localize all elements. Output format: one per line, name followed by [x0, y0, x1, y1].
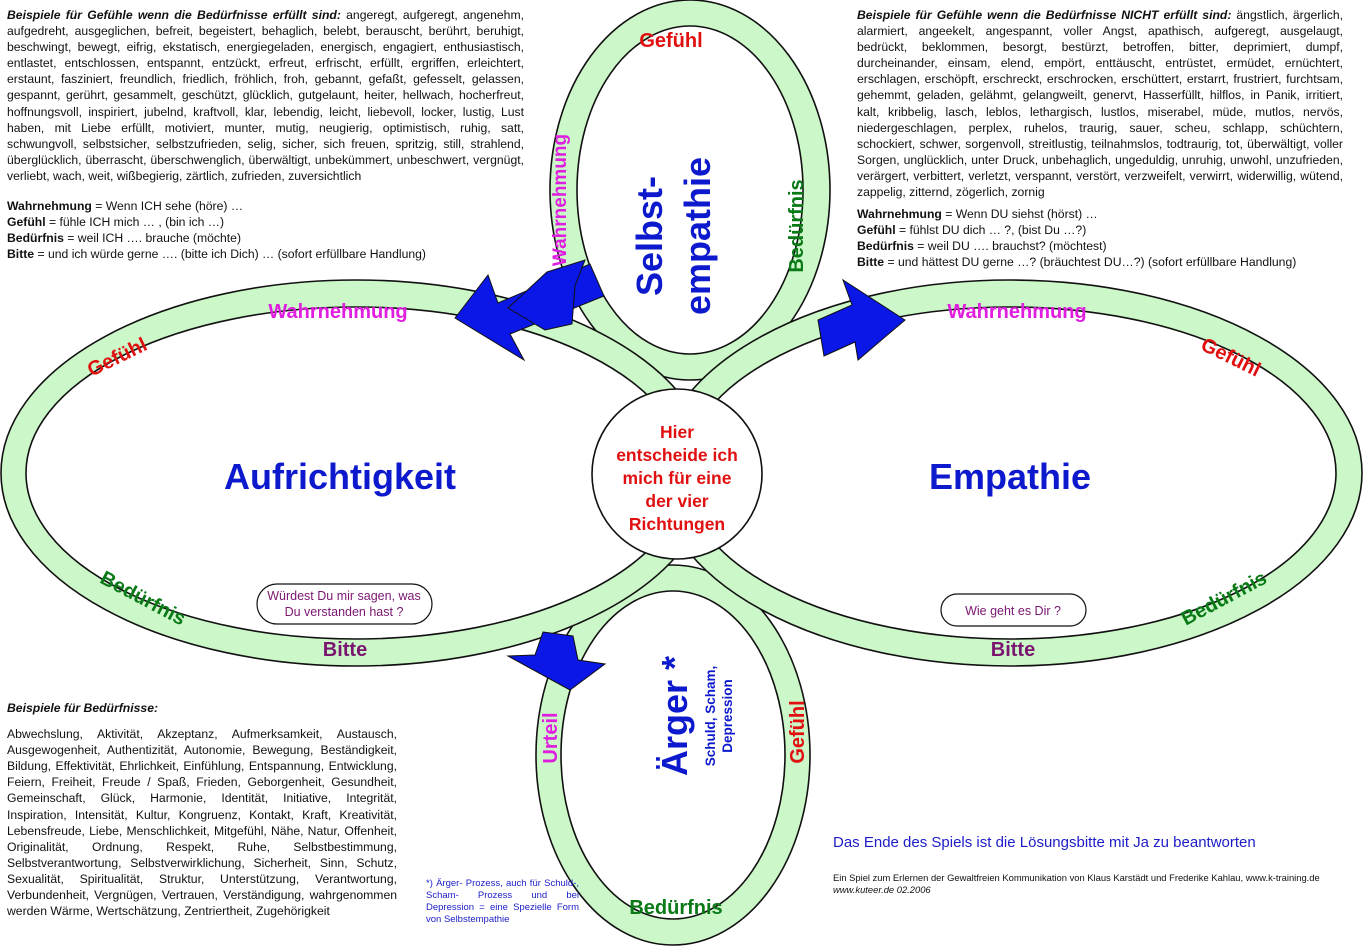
- left-bubble-line1: Würdest Du mir sagen, was: [267, 589, 421, 603]
- right-bitte-label: Bitte: [991, 639, 1035, 661]
- center-text: Hier entscheide ich mich für eine der vi…: [616, 422, 738, 534]
- definition-text: = Wenn DU siehst (hörst) …: [941, 207, 1098, 222]
- definition-text: = weil ICH …. brauche (möchte): [63, 231, 242, 246]
- right-loop: [657, 279, 1363, 667]
- center-line-1: Hier: [660, 422, 694, 442]
- bottom-gefuehl-label: Gefühl: [787, 700, 809, 763]
- definition-line: Wahrnehmung = Wenn DU siehst (hörst) …: [857, 206, 1343, 222]
- definition-line: Bedürfnis = weil DU …. brauchst? (möchte…: [857, 238, 1343, 254]
- center-circle: [591, 388, 763, 560]
- definition-text: = und ich würde gerne …. (bitte ich Dich…: [34, 247, 426, 262]
- center-line-5: Richtungen: [629, 514, 725, 534]
- left-question-bubble: [256, 583, 433, 625]
- title-aerger-main: Ärger *: [654, 656, 695, 776]
- left-bubble-line2: Du verstanden hast ?: [285, 605, 404, 619]
- unfulfilled-feelings-heading: Beispiele für Gefühle wenn die Bedürfnis…: [857, 8, 1232, 22]
- top-wahrnehmung-label: Wahrnehmung: [550, 134, 571, 266]
- definition-term: Bedürfnis: [7, 231, 64, 246]
- right-question-bubble: [940, 593, 1087, 627]
- fulfilled-feelings-heading: Beispiele für Gefühle wenn die Bedürfnis…: [7, 8, 341, 22]
- unfulfilled-feelings-list: ängstlich, ärgerlich, alarmiert, angeeke…: [857, 8, 1344, 200]
- top-beduerfnis-label: Bedürfnis: [786, 179, 808, 272]
- definition-term: Gefühl: [7, 215, 46, 230]
- definition-line: Bedürfnis = weil ICH …. brauche (möchte): [7, 230, 524, 246]
- definition-line: Bitte = und hättest DU gerne …? (bräucht…: [857, 254, 1343, 270]
- title-selbstempathie-line2: empathie: [677, 157, 718, 315]
- fulfilled-feelings-block: Beispiele für Gefühle wenn die Bedürfnis…: [7, 7, 524, 262]
- end-note: Das Ende des Spiels ist die Lösungsbitte…: [833, 834, 1256, 851]
- definition-term: Bedürfnis: [857, 239, 914, 254]
- left-wahrnehmung-label: Wahrnehmung: [268, 301, 407, 323]
- definition-text: = weil DU …. brauchst? (möchtest): [913, 239, 1107, 254]
- definition-text: = Wenn ICH sehe (höre) …: [91, 199, 244, 214]
- needs-heading: Beispiele für Bedürfnisse:: [7, 701, 159, 715]
- definition-line: Gefühl = fühlst DU dich … ?, (bist Du …?…: [857, 222, 1343, 238]
- title-aerger-sub1: Schuld, Scham,: [703, 666, 718, 767]
- needs-block: Beispiele für Bedürfnisse: Abwechslung, …: [7, 700, 397, 919]
- definition-term: Wahrnehmung: [857, 207, 942, 222]
- right-bubble-text: Wie geht es Dir ?: [965, 604, 1061, 618]
- title-empathie: Empathie: [929, 456, 1091, 497]
- definition-text: = fühle ICH mich … , (bin ich …): [45, 215, 225, 230]
- center-line-4: der vier: [645, 491, 708, 511]
- arrow-to-top-loop: [507, 259, 586, 331]
- credit-line-1: Ein Spiel zum Erlernen der Gewaltfreien …: [833, 872, 1320, 883]
- title-selbstempathie-line1: Selbst-: [629, 176, 670, 296]
- definition-term: Bitte: [7, 247, 35, 262]
- definition-text: = und hättest DU gerne …? (bräuchtest DU…: [884, 255, 1297, 270]
- definition-text: = fühlst DU dich … ?, (bist Du …?): [895, 223, 1087, 238]
- unfulfilled-feelings-paragraph: Beispiele für Gefühle wenn die Bedürfnis…: [857, 7, 1343, 200]
- top-loop: [549, 0, 831, 381]
- arrow-to-bottom-loop: [506, 631, 607, 691]
- title-selbstempathie: Selbst- empathie: [629, 157, 718, 315]
- arrow-to-right-loop: [817, 278, 906, 361]
- definition-term: Wahrnehmung: [7, 199, 92, 214]
- left-loop: [0, 279, 712, 667]
- unfulfilled-feelings-block: Beispiele für Gefühle wenn die Bedürfnis…: [857, 7, 1343, 271]
- definition-line: Wahrnehmung = Wenn ICH sehe (höre) …: [7, 198, 524, 214]
- definition-term: Bitte: [857, 255, 885, 270]
- title-aufrichtigkeit: Aufrichtigkeit: [224, 456, 456, 497]
- credit-line-2: www.kuteer.de 02.2006: [833, 884, 931, 895]
- top-gefuehl-label: Gefühl: [639, 30, 702, 52]
- footnote: *) Ärger- Prozess, auch für Schuld-, Sch…: [426, 878, 579, 925]
- title-aerger: Ärger * Schuld, Scham, Depression: [654, 656, 735, 776]
- needs-list: Abwechslung, Aktivität, Akzeptanz, Aufme…: [7, 727, 397, 919]
- center-line-2: entscheide ich: [616, 445, 738, 465]
- definition-line: Bitte = und ich würde gerne …. (bitte ic…: [7, 246, 524, 262]
- definition-term: Gefühl: [857, 223, 896, 238]
- right-wahrnehmung-label: Wahrnehmung: [947, 301, 1086, 323]
- bottom-beduerfnis-label: Bedürfnis: [629, 897, 722, 919]
- title-aerger-sub2: Depression: [720, 679, 735, 753]
- fulfilled-feelings-paragraph: Beispiele für Gefühle wenn die Bedürfnis…: [7, 7, 524, 184]
- bottom-urteil-label: Urteil: [540, 712, 562, 763]
- bottom-loop: [535, 564, 811, 946]
- definition-line: Gefühl = fühle ICH mich … , (bin ich …): [7, 214, 524, 230]
- fulfilled-feelings-list: angeregt, aufgeregt, angenehm, aufgedreh…: [7, 8, 524, 183]
- left-bitte-label: Bitte: [323, 639, 367, 661]
- center-line-3: mich für eine: [623, 468, 732, 488]
